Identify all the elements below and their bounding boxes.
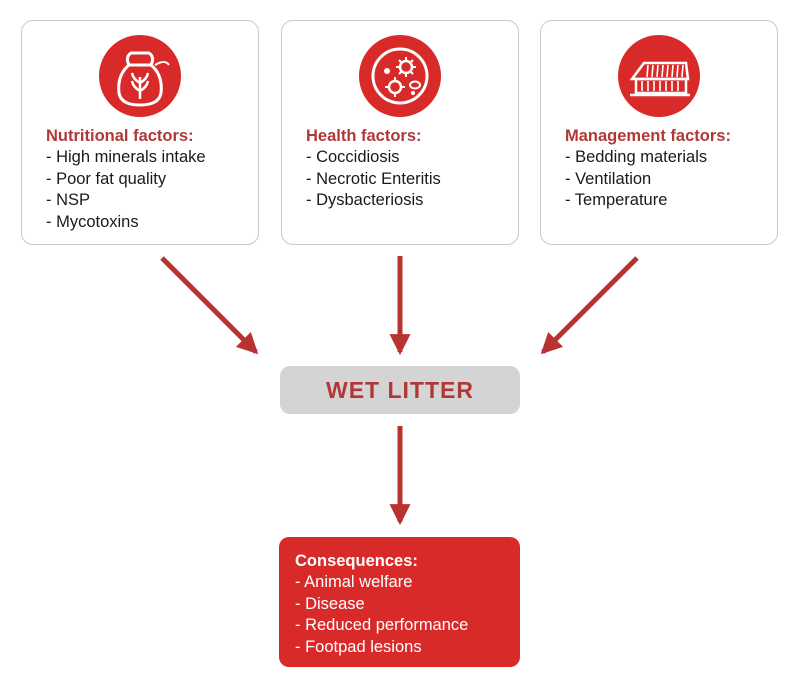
list-item: - Temperature	[565, 191, 668, 209]
list-item: - Mycotoxins	[46, 212, 139, 231]
card-title: Nutritional factors:	[46, 127, 194, 145]
list-item: - Footpad lesions	[295, 637, 422, 656]
list-item: - High minerals intake	[46, 148, 206, 166]
nutritional-factors-card: Nutritional factors: - High minerals int…	[21, 20, 259, 245]
list-item: - Reduced performance	[295, 616, 469, 634]
consequences-box: Consequences: - Animal welfare - Disease…	[279, 537, 520, 667]
card-title: Management factors:	[565, 127, 731, 145]
list-item: - Animal welfare	[295, 573, 413, 591]
wet-litter-label: WET LITTER	[326, 376, 474, 403]
arrow-nutritional-to-wet-litter	[160, 256, 259, 355]
list-item: - Bedding materials	[565, 148, 708, 166]
list-item: - Coccidiosis	[306, 148, 400, 166]
list-item: - Ventilation	[565, 169, 652, 188]
health-factors-card: Health factors: - Coccidiosis - Necrotic…	[281, 20, 519, 245]
card-title: Health factors:	[306, 127, 422, 145]
list-item: - NSP	[46, 191, 91, 209]
consequences-title: Consequences:	[295, 552, 418, 570]
poultry-house-icon	[618, 35, 700, 117]
list-item: - Poor fat quality	[46, 169, 167, 188]
wet-litter-box: WET LITTER	[280, 366, 520, 414]
list-item: - Dysbacteriosis	[306, 191, 424, 209]
list-item: - Disease	[295, 594, 365, 613]
feed-sack-icon	[99, 35, 181, 117]
management-factors-card: Management factors: - Bedding materials …	[540, 20, 778, 245]
list-item: - Necrotic Enteritis	[306, 169, 441, 188]
arrow-management-to-wet-litter	[540, 256, 639, 355]
microbes-icon	[359, 35, 441, 117]
